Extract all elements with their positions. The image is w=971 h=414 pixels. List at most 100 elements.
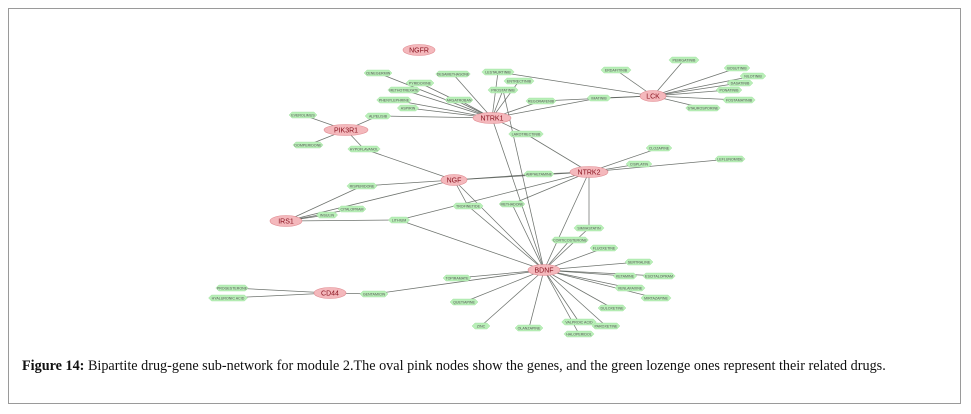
drug-node-clozapine: CLOZAPINE bbox=[645, 144, 673, 152]
drug-label: METHOTREXATE bbox=[389, 88, 419, 92]
gene-node-pik3r1: PIK3R1 bbox=[323, 124, 369, 136]
gene-label: NTRK2 bbox=[578, 169, 601, 176]
edge-progesterone-cd44 bbox=[231, 287, 331, 294]
drug-node-lestaurtinib: LESTAURTINIB bbox=[481, 68, 515, 76]
drug-label: VENLAFAXINE bbox=[618, 286, 643, 290]
drug-lozenge bbox=[405, 79, 435, 87]
drug-label: BOSUTINIB bbox=[727, 66, 747, 70]
drug-node-erdafitinib: ERDAFITINIB bbox=[600, 66, 632, 74]
drug-lozenge bbox=[600, 66, 632, 74]
drug-label: DESAMETHASONE bbox=[437, 72, 470, 76]
drug-node-risperidone: RISPERIDONE bbox=[346, 182, 378, 190]
edge-mirtazapine-bdnf bbox=[543, 269, 657, 299]
drug-node-lithium: LITHIUM bbox=[388, 216, 410, 224]
gene-label: CD44 bbox=[321, 290, 339, 297]
drug-node-paroxetine: PAROXETINE bbox=[591, 322, 621, 330]
drug-lozenge bbox=[685, 104, 721, 112]
gene-oval bbox=[402, 44, 436, 56]
drug-lozenge bbox=[503, 77, 535, 85]
drug-lozenge bbox=[397, 104, 419, 112]
drug-node-everolimus: EVEROLIMUS bbox=[288, 111, 318, 119]
drug-node-amphetamine: AMPHETAMINE bbox=[523, 170, 555, 178]
drug-label: QUETIAPINE bbox=[453, 300, 475, 304]
drug-lozenge bbox=[589, 244, 619, 252]
drug-label: KETAMINE bbox=[616, 274, 635, 278]
edge-desamethasone-ntrk1 bbox=[452, 73, 493, 119]
drug-node-venlafaxine: VENLAFAXINE bbox=[614, 284, 646, 292]
drug-lozenge bbox=[288, 111, 318, 119]
drug-label: SERTRALINE bbox=[628, 260, 651, 264]
edge-bosutinib-lck bbox=[652, 67, 738, 97]
drug-lozenge bbox=[715, 86, 743, 94]
drug-lozenge bbox=[498, 200, 526, 208]
drug-lozenge bbox=[614, 284, 646, 292]
drug-lozenge bbox=[723, 64, 751, 72]
drug-label: PROGESTERONE bbox=[217, 286, 248, 290]
drug-label: MIRTAZAPINE bbox=[644, 296, 668, 300]
drug-node-zinc: ZINC bbox=[471, 322, 491, 330]
gene-oval bbox=[323, 124, 369, 136]
edge-escitalopram-bdnf bbox=[543, 269, 660, 277]
edge-quetiapine-bdnf bbox=[463, 269, 545, 303]
drug-node-prostatinib: PROSTATINIB bbox=[487, 86, 519, 94]
drug-lozenge bbox=[726, 79, 754, 87]
drug-node-leflunomide: LEFLUNOMIDE bbox=[714, 155, 746, 163]
edge-methadone-ntrk2 bbox=[511, 171, 590, 205]
drug-label: OLANZAPINE bbox=[518, 326, 541, 330]
gene-oval bbox=[440, 174, 468, 186]
drug-label: TROFINETIDE bbox=[456, 204, 481, 208]
drug-label: CITALOPRAM bbox=[340, 207, 363, 211]
edge-lithium-bdnf bbox=[398, 219, 545, 271]
drug-node-aspirin: ASPIRIN bbox=[397, 104, 419, 112]
drug-node-entrectinib: ENTRECTINIB bbox=[503, 77, 535, 85]
drug-lozenge bbox=[337, 205, 367, 213]
drug-node-phenylephrine: PHENYLEPHRINE bbox=[376, 96, 412, 104]
drug-node-topiramate: TOPIRAMATE bbox=[442, 274, 472, 282]
gene-oval bbox=[569, 166, 609, 178]
drug-node-quetiapine: QUETIAPINE bbox=[449, 298, 479, 306]
drug-lozenge bbox=[481, 68, 515, 76]
drug-node-citalopram: CITALOPRAM bbox=[337, 205, 367, 213]
drug-node-bosutinib: BOSUTINIB bbox=[723, 64, 751, 72]
edge-risperidone-ngf bbox=[361, 179, 455, 187]
drug-node-cenegermin: CENEGERMIN bbox=[363, 69, 393, 77]
drug-node-methadone: METHADONE bbox=[498, 200, 526, 208]
drug-label: ESCITALOPRAM bbox=[645, 274, 673, 278]
drug-lozenge bbox=[586, 94, 612, 102]
edge-cenegermin-ntrk1 bbox=[377, 72, 493, 119]
gene-label: NGF bbox=[447, 177, 462, 184]
gene-node-irs1: IRS1 bbox=[269, 215, 303, 227]
edge-risperidone-irs1 bbox=[285, 185, 363, 222]
edge-venlafaxine-bdnf bbox=[543, 269, 631, 289]
caption-label: Figure 14: bbox=[22, 358, 85, 374]
drug-lozenge bbox=[645, 144, 673, 152]
drug-node-pyridoxine: PYRIDOXINE bbox=[405, 79, 435, 87]
drug-node-valproic-acid: VALPROIC ACID bbox=[561, 318, 597, 326]
drug-node-pemigatinib: PEMIGATINIB bbox=[668, 56, 700, 64]
edge-pemigatinib-lck bbox=[652, 59, 685, 97]
drug-label: SIMVASTATIN bbox=[577, 226, 601, 230]
edge-lithium-ntrk2 bbox=[398, 171, 590, 221]
drug-lozenge bbox=[387, 86, 421, 94]
gene-label: LCK bbox=[646, 93, 660, 100]
gene-node-ntrk2: NTRK2 bbox=[569, 166, 609, 178]
drug-node-olanzapine: OLANZAPINE bbox=[514, 324, 544, 332]
drug-node-insulin: INSULIN bbox=[316, 211, 338, 219]
drug-lozenge bbox=[444, 96, 474, 104]
gene-oval bbox=[313, 287, 347, 299]
drug-lozenge bbox=[449, 298, 479, 306]
gene-label: IRS1 bbox=[278, 218, 294, 225]
drug-label: ERDAFITINIB bbox=[605, 68, 628, 72]
drug-label: DOMPERIDONE bbox=[294, 143, 322, 147]
drug-node-hyaluronic-acid: HYALURONIC ACID bbox=[208, 294, 248, 302]
edge-lithium-irs1 bbox=[285, 219, 400, 222]
drug-node-escitalopram: ESCITALOPRAM bbox=[642, 272, 676, 280]
drug-label: HYALURONIC ACID bbox=[212, 296, 245, 300]
drug-node-ketamine: KETAMINE bbox=[612, 272, 638, 280]
drug-lozenge bbox=[573, 224, 605, 232]
drug-label: PEMIGATINIB bbox=[673, 58, 696, 62]
gene-label: BDNF bbox=[534, 267, 553, 274]
drug-label: DULOXETINE bbox=[601, 306, 625, 310]
drug-label: REGORAFENIB bbox=[528, 99, 555, 103]
edge-ntrk1-bdnf bbox=[491, 117, 545, 271]
